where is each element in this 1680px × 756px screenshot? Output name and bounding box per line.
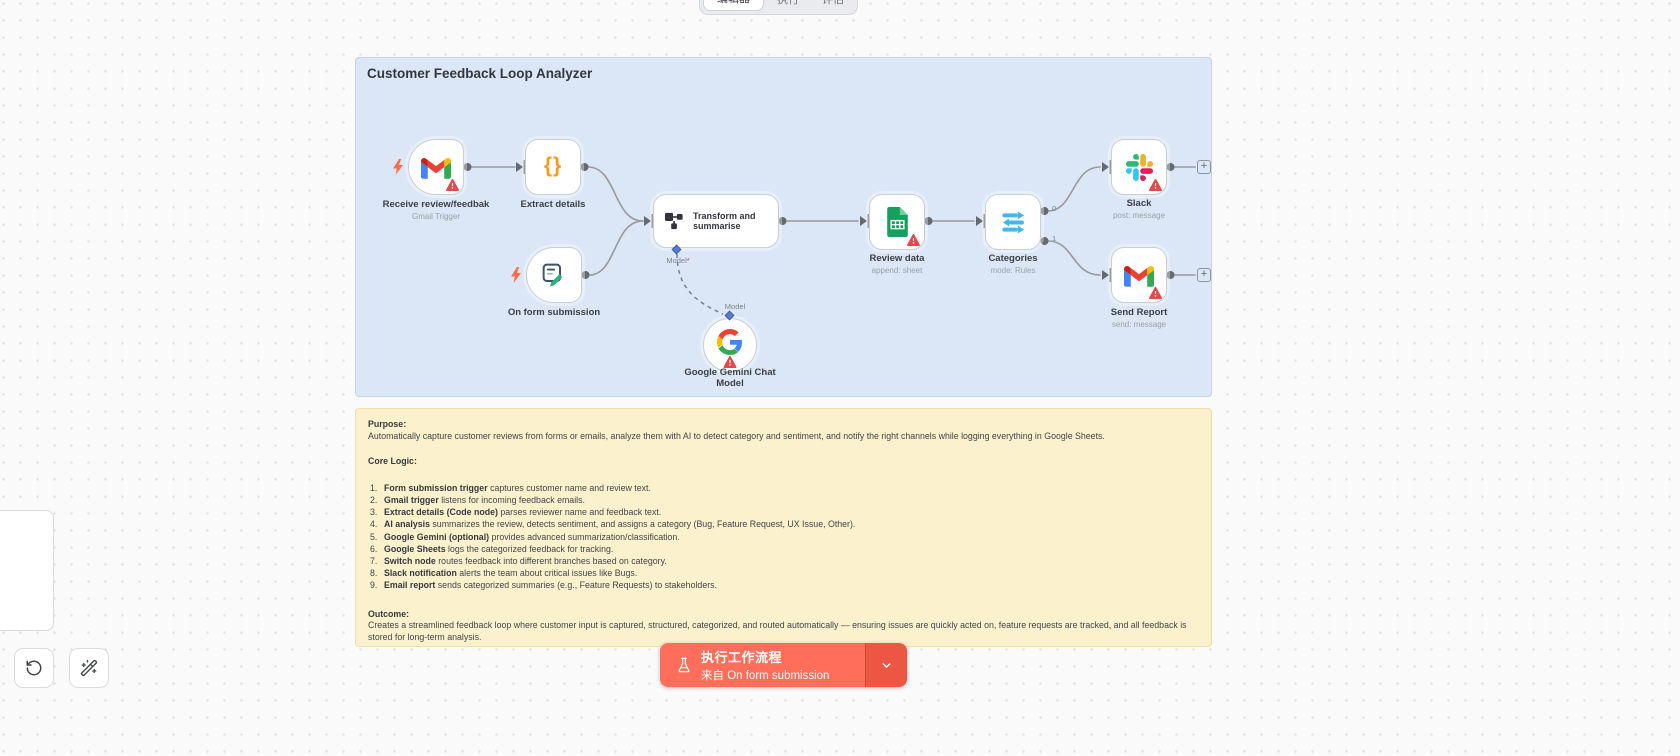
gmail-icon <box>1124 265 1154 287</box>
tab-evaluations[interactable]: 评估 <box>822 0 844 6</box>
execute-button-sublabel: 来自 On form submission <box>701 670 830 682</box>
switch-icon <box>1001 210 1024 234</box>
view-tabbar: 编辑器 执行 评估 <box>699 0 858 15</box>
undo-button[interactable] <box>14 648 54 688</box>
purpose-text: Automatically capture customer reviews f… <box>368 430 1105 441</box>
execute-button-label: 执行工作流程 <box>701 650 783 665</box>
list-item: Email report sends categorized summaries… <box>370 579 717 591</box>
tidy-up-wand-icon <box>80 659 98 677</box>
chain-icon <box>664 212 683 229</box>
outcome-heading: Outcome: <box>368 608 410 619</box>
outcome-text: Creates a streamlined feedback loop wher… <box>368 620 1187 642</box>
core-logic-list: Form submission trigger captures custome… <box>368 482 1199 592</box>
add-node-plus-button[interactable]: + <box>1197 160 1211 174</box>
warning-icon <box>907 234 920 246</box>
tidy-up-button[interactable] <box>69 648 109 688</box>
plus-icon: + <box>1200 160 1208 172</box>
list-item: Form submission trigger captures custome… <box>370 482 651 494</box>
node-categories[interactable] <box>985 194 1041 250</box>
node-label-gemini: Google Gemini Chat Model <box>684 367 776 389</box>
execute-workflow-button-group: 执行工作流程 来自 On form submission <box>660 643 907 687</box>
model-port-label: Model* <box>666 256 690 265</box>
node-label-form-trigger: On form submission <box>507 307 601 318</box>
warning-icon <box>723 356 737 368</box>
gemini-port-label: Model <box>724 302 746 311</box>
gmail-icon <box>421 157 451 179</box>
slack-icon <box>1125 153 1153 181</box>
description-sticky-note[interactable]: Purpose: Automatically capture customer … <box>355 408 1212 647</box>
node-transform-summarise[interactable]: Transform and summarise <box>653 194 779 248</box>
purpose-heading: Purpose: <box>368 419 407 429</box>
warning-icon <box>1149 179 1162 191</box>
tab-editor[interactable]: 编辑器 <box>703 0 764 11</box>
execute-workflow-button[interactable]: 执行工作流程 来自 On form submission <box>660 643 865 687</box>
list-item: Extract details (Code node) parses revie… <box>370 506 662 518</box>
plus-icon: + <box>1200 268 1208 280</box>
google-sheets-icon <box>886 207 908 237</box>
list-item: Google Sheets logs the categorized feedb… <box>370 543 614 555</box>
categories-output-0-label: 0 <box>1052 204 1057 213</box>
chevron-down-icon <box>882 662 891 668</box>
list-item: AI analysis summarizes the review, detec… <box>370 518 856 530</box>
node-extract-details[interactable]: {} <box>525 139 581 195</box>
warning-icon <box>1149 287 1162 299</box>
list-item: Switch node routes feedback into differe… <box>370 555 667 567</box>
warning-icon <box>446 179 459 191</box>
trigger-bolt-icon <box>392 159 404 175</box>
flask-icon <box>678 657 690 673</box>
node-form-trigger[interactable] <box>511 247 582 303</box>
node-inline-label: Transform and summarise <box>693 210 756 232</box>
node-gmail-trigger[interactable] <box>393 139 464 195</box>
node-send-report[interactable] <box>1111 247 1167 303</box>
node-label-review-data: Review data append: sheet <box>869 253 925 275</box>
trigger-bolt-icon <box>510 267 522 283</box>
undo-icon <box>26 660 42 676</box>
add-node-plus-button[interactable]: + <box>1197 268 1211 282</box>
node-label-gmail-trigger: Receive review/feedbak Gmail Trigger <box>382 199 490 221</box>
workflow-zone-title: Customer Feedback Loop Analyzer <box>367 66 593 81</box>
node-gemini-chat-model[interactable] <box>703 318 757 372</box>
left-side-panel <box>0 510 54 631</box>
google-g-icon <box>717 329 742 355</box>
node-review-data[interactable] <box>869 194 925 250</box>
code-braces-icon: {} <box>543 154 563 177</box>
core-logic-heading: Core Logic: <box>368 456 417 467</box>
divider <box>865 643 866 687</box>
node-label-send-report: Send Report send: message <box>1110 307 1168 329</box>
list-item: Google Gemini (optional) provides advanc… <box>370 531 680 543</box>
form-trigger-icon <box>542 263 563 287</box>
categories-output-1-label: 1 <box>1052 234 1057 243</box>
execute-options-dropdown[interactable] <box>866 643 907 687</box>
list-item: Gmail trigger listens for incoming feedb… <box>370 494 585 506</box>
node-slack[interactable] <box>1111 139 1167 195</box>
list-item: Slack notification alerts the team about… <box>370 567 638 579</box>
node-label-extract-details: Extract details <box>520 199 586 210</box>
node-label-categories: Categories mode: Rules <box>988 253 1038 275</box>
node-label-slack: Slack post: message <box>1112 198 1166 220</box>
workflow-sticky-zone[interactable]: Customer Feedback Loop Analyzer <box>355 57 1212 397</box>
tab-executions[interactable]: 执行 <box>777 0 799 6</box>
